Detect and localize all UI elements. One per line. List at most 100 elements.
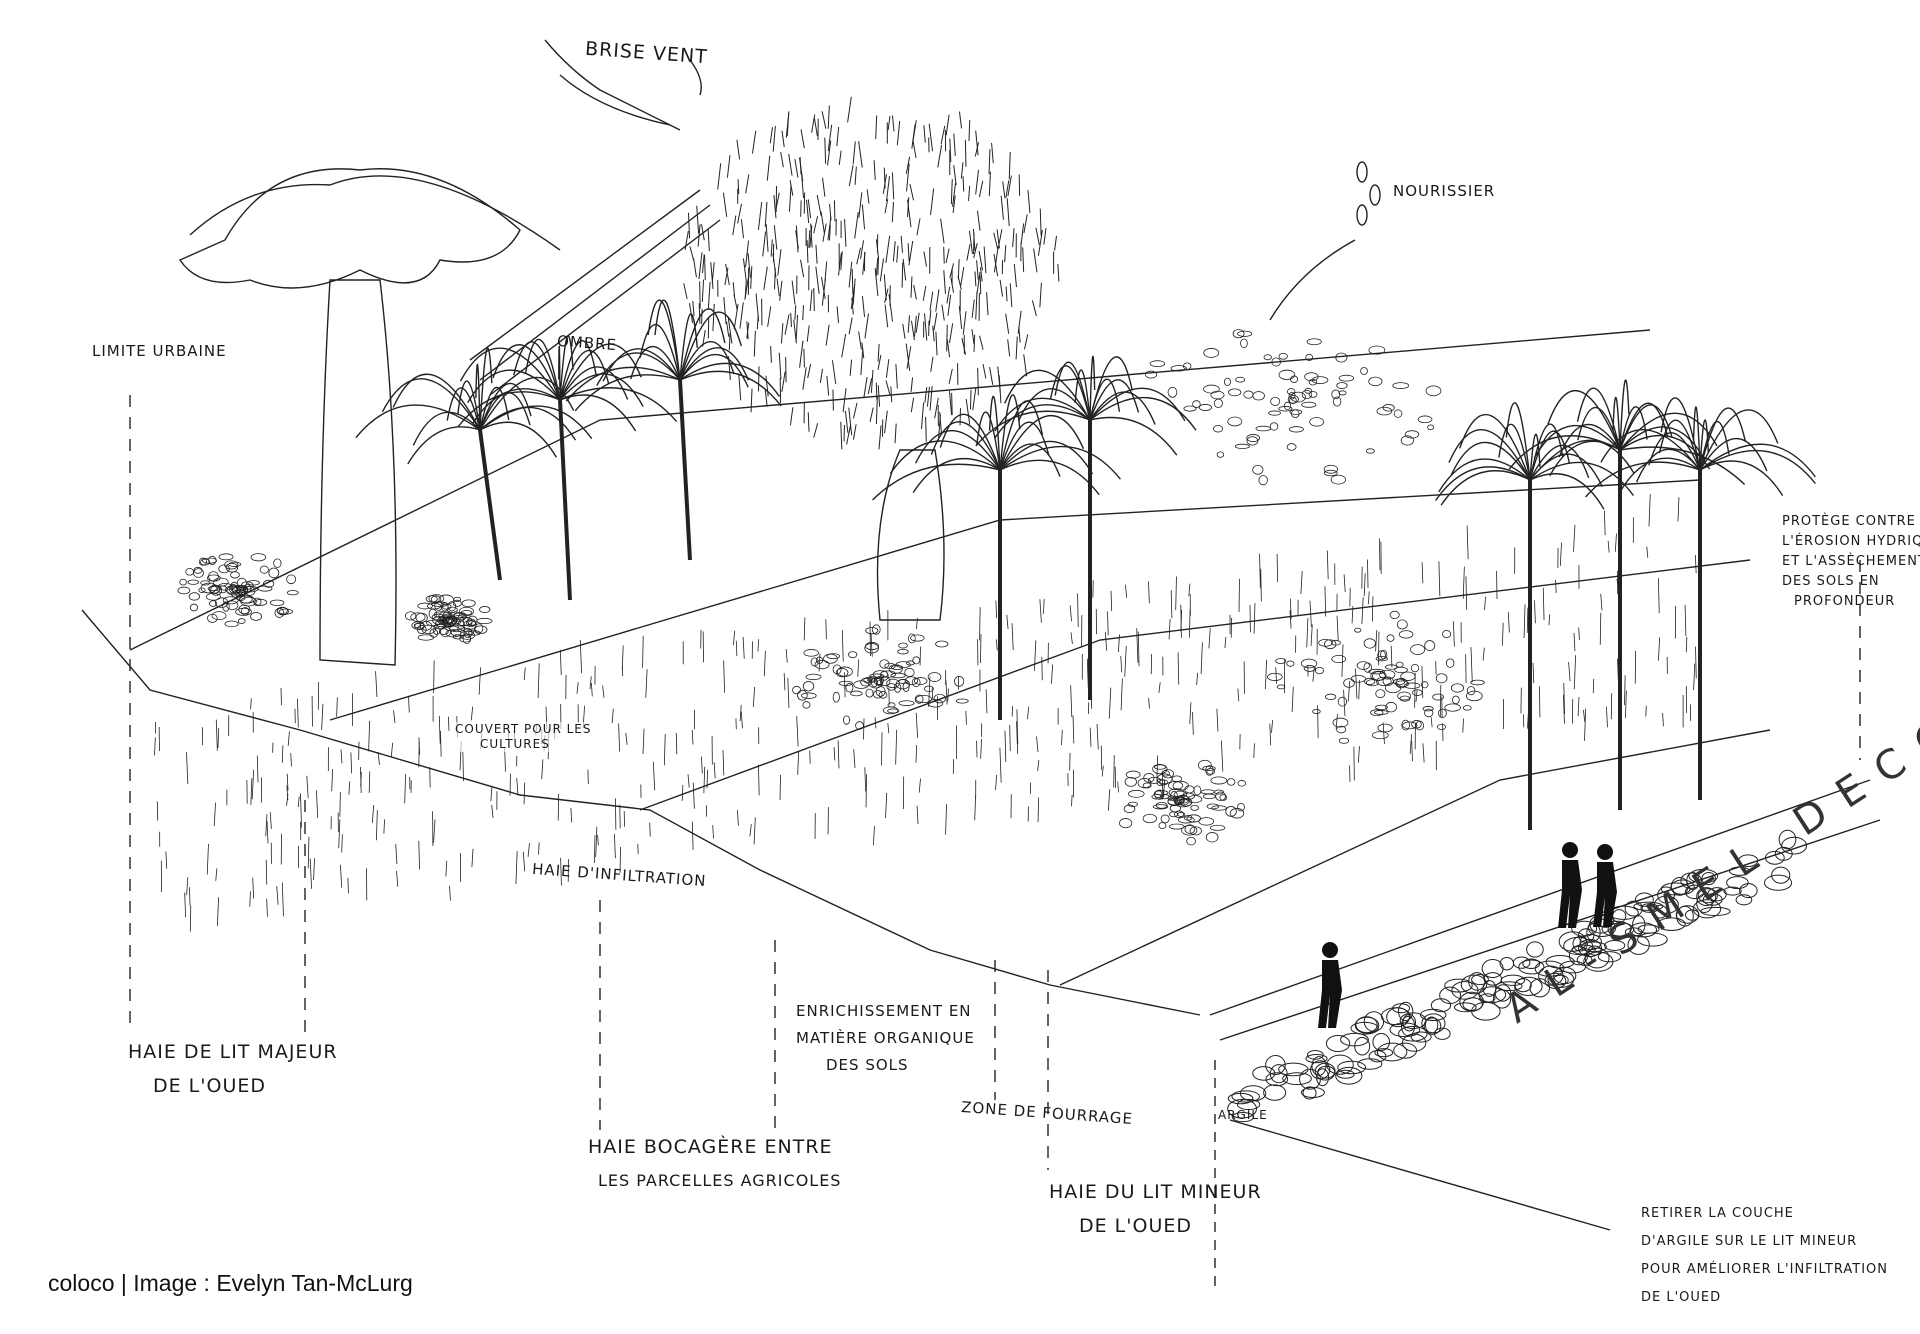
sketch-stroke: [961, 337, 967, 355]
dashed-callout-lines: [129, 395, 1861, 1170]
sketch-stroke: [440, 613, 456, 624]
sketch-stroke: [235, 594, 246, 602]
sketch-stroke: [910, 276, 913, 298]
sketch-stroke: [1368, 376, 1383, 387]
sketch-stroke: [912, 457, 1001, 494]
sketch-stroke: [574, 374, 681, 412]
sketch-stroke: [602, 685, 605, 698]
sketch-stroke: [1624, 675, 1626, 706]
sketch-stroke: [1315, 667, 1325, 675]
sketch-stroke: [1006, 614, 1009, 629]
sketch-stroke: [256, 755, 259, 783]
sketch-stroke: [1286, 443, 1297, 451]
sketch-stroke: [1153, 790, 1163, 798]
sketch-stroke: [347, 877, 349, 894]
sketch-stroke: [1318, 638, 1333, 647]
sketch-stroke: [1432, 693, 1444, 701]
text-line: Retirer la couche: [1641, 1206, 1794, 1221]
sketch-stroke: [316, 790, 319, 818]
sketch-stroke: [905, 156, 911, 174]
sketch-stroke: [1552, 974, 1569, 986]
text-line: pour améliorer l'infiltration: [1641, 1262, 1888, 1277]
sketch-stroke: [1382, 676, 1394, 686]
sketch-stroke: [1070, 632, 1073, 645]
sketch-stroke: [613, 833, 616, 859]
sketch-stroke: [810, 657, 819, 667]
sketch-stroke: [870, 369, 874, 393]
sketch-stroke: [916, 218, 921, 236]
sketch-stroke: [1004, 245, 1007, 263]
sketch-stroke: [1358, 680, 1360, 700]
sketch-stroke: [1226, 778, 1236, 786]
sketch-stroke: [891, 115, 895, 132]
sketch-stroke: [976, 272, 981, 294]
sketch-stroke: [491, 804, 494, 818]
sketch-stroke: [1338, 374, 1355, 382]
sketch-stroke: [983, 246, 987, 274]
sketch-stroke: [1110, 590, 1113, 612]
sketch-stroke: [1470, 679, 1485, 686]
sketch-stroke: [250, 553, 267, 562]
sketch-stroke: [912, 120, 917, 144]
text-line: profondeur: [1794, 594, 1896, 609]
sketch-stroke: [1465, 690, 1483, 702]
sketch-stroke: [589, 676, 592, 690]
sketch-stroke: [852, 424, 857, 440]
sketch-stroke: [1372, 671, 1386, 681]
sketch-stroke: [789, 180, 794, 196]
sketch-stroke: [747, 253, 751, 278]
sketch-stroke: [1738, 854, 1759, 867]
sketch-stroke: [1577, 696, 1580, 717]
sketch-stroke: [1415, 720, 1424, 731]
sketch-stroke: [1619, 426, 1706, 460]
sketch-stroke: [596, 352, 681, 386]
sketch-stroke: [1375, 704, 1388, 710]
sketch-stroke: [462, 751, 464, 782]
sketch-stroke: [865, 627, 879, 635]
sketch-stroke: [1694, 555, 1697, 574]
sketch-stroke: [1539, 686, 1541, 718]
sketch-stroke: [957, 259, 960, 280]
sketch-stroke: [703, 766, 706, 794]
sketch-stroke: [432, 626, 441, 635]
sketch-stroke: [1271, 720, 1274, 733]
sketch-stroke: [853, 749, 856, 769]
sketch-stroke: [999, 445, 1121, 480]
sketch-stroke: [960, 162, 964, 179]
sketch-stroke: [1363, 1011, 1385, 1032]
sketch-stroke: [1573, 524, 1576, 552]
sketch-stroke: [935, 331, 938, 356]
sketch-stroke: [559, 394, 637, 432]
sketch-stroke: [1325, 1034, 1351, 1053]
sketch-stroke: [1289, 610, 1292, 629]
sketch-stroke: [861, 295, 866, 317]
sketch-stroke: [928, 676, 931, 707]
sketch-stroke: [701, 756, 703, 774]
sketch-stroke: [1658, 637, 1661, 661]
sketch-stroke: [213, 802, 216, 827]
sketch-stroke: [827, 216, 832, 241]
sketch-stroke: [1466, 525, 1469, 560]
sketch-stroke: [300, 793, 302, 828]
sketch-stroke: [1600, 429, 1701, 471]
sketch-stroke: [911, 677, 921, 688]
label-haie-lit-majeur: Haie de lit majeur de l'oued: [128, 1035, 338, 1103]
sketch-stroke: [1210, 390, 1225, 400]
sketch-stroke: [906, 163, 910, 192]
sketch-stroke: [964, 139, 967, 167]
sketch-stroke: [972, 228, 976, 251]
sketch-stroke: [165, 851, 168, 869]
sketch-stroke: [230, 571, 240, 579]
sketch-stroke: [1188, 609, 1191, 638]
sketch-stroke: [1229, 808, 1245, 819]
sketch-stroke: [1688, 868, 1719, 884]
sketch-stroke: [896, 245, 899, 263]
sketch-stroke: [188, 592, 200, 601]
sketch-stroke: [1568, 946, 1589, 966]
sketch-stroke: [1699, 460, 1784, 496]
sketch-stroke: [825, 324, 830, 346]
sketch-stroke: [1450, 683, 1465, 693]
sketch-stroke: [753, 330, 756, 357]
sketch-stroke: [1624, 900, 1643, 917]
sketch-stroke: [1210, 776, 1228, 785]
